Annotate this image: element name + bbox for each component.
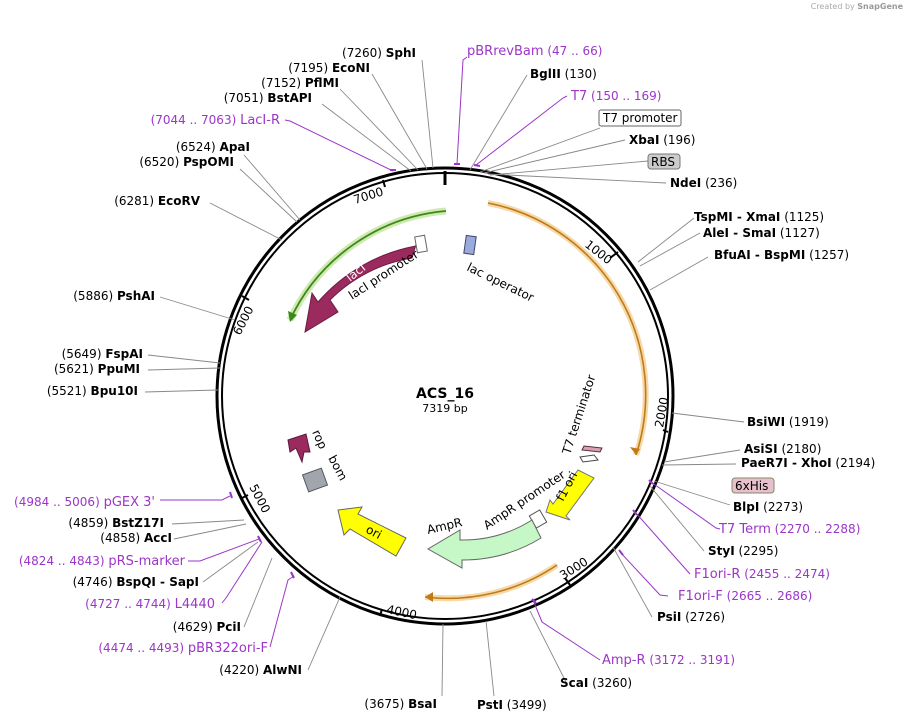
primer-label-f1ori-r: F1ori-R (2455 .. 2474)	[694, 567, 830, 582]
primer-label-t7: T7 (150 .. 169)	[570, 89, 661, 104]
rop-arrow	[287, 433, 311, 464]
site-label-acci: (4858) AccI	[100, 531, 172, 545]
site-label-fspai: (5649) FspAI	[62, 347, 143, 361]
site-label-bglii: BglII (130)	[530, 67, 597, 81]
site-label-paer7i: PaeR7I - XhoI (2194)	[741, 456, 875, 470]
site-label-alwni: (4220) AlwNI	[219, 663, 302, 677]
his-label: 6xHis	[735, 479, 768, 493]
laci-arrow	[304, 237, 419, 334]
primer-leaders	[160, 56, 721, 661]
orange-arc-1-halo	[487, 200, 649, 456]
site-label-bstapi: (7051) BstAPI	[224, 91, 312, 105]
site-label-psii: PsiI (2726)	[657, 610, 725, 624]
ori-label: ori	[364, 522, 384, 542]
site-label-pspomi: (6520) PspOMI	[139, 155, 234, 169]
site-label-bspqi: (4746) BspQI - SapI	[73, 575, 199, 589]
primer-label-pgex-3-: (4984 .. 5006) pGEX 3'	[14, 495, 155, 510]
site-label-econi: (7195) EcoNI	[288, 61, 370, 75]
bom-label: bom	[325, 453, 350, 483]
primer-label-amp-r: Amp-R (3172 .. 3191)	[602, 653, 735, 668]
his-box	[731, 477, 775, 494]
green-arc-head	[288, 311, 297, 322]
t7-terminator-mark	[581, 445, 603, 453]
site-label-bpu10i: (5521) Bpu10I	[47, 384, 138, 398]
rbs-label: RBS	[651, 155, 675, 169]
site-label-asisi: AsiSI (2180)	[744, 442, 821, 456]
site-label-ppumi: (5621) PpuMI	[54, 362, 140, 376]
tick-7000: 7000	[352, 185, 385, 207]
t7-terminator-label: T7 terminator	[559, 373, 598, 457]
primer-label-t7-term: T7 Term (2270 .. 2288)	[718, 522, 860, 537]
lac-operator-label: lac operator	[465, 260, 537, 304]
site-label-scai: ScaI (3260)	[560, 676, 632, 690]
site-label-alei: AleI - SmaI (1127)	[703, 226, 820, 240]
laci-promoter-mark	[414, 234, 428, 254]
orange-arc-2	[424, 564, 558, 600]
backbone-outer	[215, 166, 675, 626]
site-label-tspmi: TspMI - XmaI (1125)	[694, 210, 824, 224]
primer-label-pbrrevbam: pBRrevBam (47 .. 66)	[467, 44, 603, 59]
f1-ori-arrow	[545, 469, 595, 521]
rbs-box	[647, 153, 681, 170]
site-leaders	[144, 59, 745, 697]
primer-label-l4440: (4727 .. 4744) L4440	[85, 597, 215, 612]
primer-label-f1ori-f: F1ori-F (2665 .. 2686)	[678, 589, 812, 604]
primer-label-laci-r: (7044 .. 7063) LacI-R	[151, 113, 280, 128]
primer-marks	[229, 163, 654, 604]
bom-mark	[301, 467, 329, 493]
ori-arrow	[337, 506, 407, 557]
site-labels: (7260) SphI(7195) EcoNI(7152) PflMI(7051…	[47, 46, 876, 712]
site-label-xbai: XbaI (196)	[629, 133, 696, 147]
site-label-bsai: (3675) BsaI	[364, 697, 437, 711]
site-label-pcii: (4629) PciI	[173, 620, 241, 634]
snapgene-credit: Created by SnapGene	[810, 2, 903, 11]
tick-4000: 4000	[385, 602, 418, 622]
site-label-bstz17i: (4859) BstZ17I	[68, 516, 164, 530]
site-label-ecorv: (6281) EcoRV	[114, 194, 201, 208]
site-label-bsiwi: BsiWI (1919)	[747, 415, 829, 429]
t7-promoter-label: T7 promoter	[602, 111, 678, 125]
ampr-arrow	[426, 519, 542, 569]
rop-label: rop	[309, 428, 330, 452]
orange-arc-1	[487, 202, 647, 456]
orange-arc-1-head	[630, 447, 640, 455]
site-label-styi: StyI (2295)	[708, 544, 778, 558]
site-label-pflmi: (7152) PflMI	[261, 76, 339, 90]
site-label-sphi: (7260) SphI	[342, 46, 416, 60]
site-label-psti: PstI (3499)	[477, 698, 547, 712]
orange-arc-2-head	[425, 592, 433, 602]
green-arc	[289, 210, 447, 321]
site-label-bfuai: BfuAI - BspMI (1257)	[714, 248, 849, 262]
lac-operator-mark	[463, 234, 477, 256]
plasmid-length: 7319 bp	[422, 402, 467, 415]
primer-label-prs-marker: (4824 .. 4843) pRS-marker	[19, 554, 186, 569]
site-label-ndei: NdeI (236)	[670, 176, 737, 190]
site-label-pshai: (5886) PshAI	[73, 289, 155, 303]
site-label-blpi: BlpI (2273)	[733, 500, 803, 514]
t7-promoter-box	[598, 109, 682, 127]
primer-labels: pBRrevBam (47 .. 66) T7 (150 .. 169) (7044…	[14, 44, 860, 668]
primer-label-pbr322ori-f: (4474 .. 4493) pBR322ori-F	[98, 641, 268, 656]
tick-5000: 5000	[246, 482, 273, 516]
plasmid-name: ACS_16	[416, 386, 474, 402]
six-his-mark	[579, 454, 599, 463]
tick-2000: 2000	[652, 396, 671, 429]
site-label-apai: (6524) ApaI	[176, 140, 250, 154]
ampr-promoter-label: AmpR promoter	[481, 468, 568, 533]
